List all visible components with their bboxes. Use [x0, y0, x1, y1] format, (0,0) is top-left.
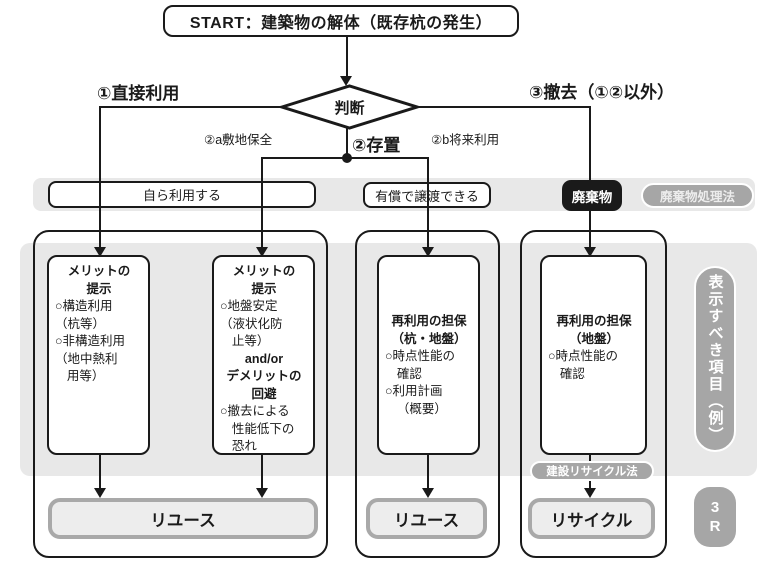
panel-line: （杭等）: [55, 316, 106, 331]
branch2b-label: ②b将来利用: [431, 133, 500, 147]
panel-line: （地中熱利: [55, 351, 118, 366]
reuse-box-left: リユース: [48, 498, 318, 539]
branch2a-label: ②a敷地保全: [204, 133, 273, 147]
container-direct-use: [33, 230, 328, 558]
start-label: START：建築物の解体（既存杭の発生）: [189, 15, 493, 32]
panel-title-line: 再利用の担保: [556, 314, 632, 328]
panel-line: ○非構造利用: [55, 334, 126, 348]
waste-box: 廃棄物: [562, 180, 622, 211]
panel-reuse-guarantee: 再利用の担保 （杭・地盤） ○時点性能の 確認 ○利用計画 （概要）: [377, 255, 480, 455]
recycle-box: リサイクル: [528, 498, 655, 539]
panel-line: ○時点性能の: [548, 349, 619, 363]
self-use-box: 自ら利用する: [48, 181, 316, 208]
waste-label: 廃棄物: [571, 189, 613, 205]
branch2-label: ②存置: [352, 136, 401, 155]
branch1-label: ①直接利用: [97, 84, 180, 103]
arrowhead-recycle-guarantee: [584, 247, 596, 257]
arrowhead-decision: [340, 76, 352, 86]
panel-recycle-guarantee: 再利用の担保 （地盤） ○時点性能の 確認: [540, 255, 647, 455]
connector-branch2a-vertical: [261, 157, 263, 249]
reuse-box-mid: リユース: [366, 498, 487, 539]
arrowhead-merit-direct: [94, 247, 106, 257]
panel-line: 止等）: [231, 334, 270, 348]
arrowhead-recycle: [584, 488, 596, 498]
connector-branch3-horizontal: [416, 106, 591, 108]
three-r-badge: 3 R: [694, 487, 736, 547]
arrowhead-reuse-left-2: [256, 488, 268, 498]
display-items-pill: 表示すべき項目（例）: [694, 266, 736, 452]
reuse-left-label: リユース: [150, 511, 216, 530]
construction-recycle-law-label: 建設リサイクル法: [546, 466, 638, 478]
panel-merit-direct: メリットの 提示 ○構造利用 （杭等） ○非構造利用 （地中熱利 用等）: [47, 255, 150, 455]
reuse-mid-label: リユース: [393, 511, 460, 530]
connector-branch2b-vertical: [427, 157, 429, 249]
junction-dot: [342, 153, 352, 163]
panel-title-line: 回避: [251, 386, 277, 401]
panel-line: 性能低下の: [231, 421, 295, 436]
connector-branch3-vertical: [589, 106, 591, 249]
panel-line: and/or: [244, 351, 284, 366]
panel-line: （概要）: [396, 401, 447, 416]
panel-title-line: 提示: [86, 281, 112, 296]
connector-branch1-vertical: [99, 106, 101, 249]
decision-label: 判断: [334, 99, 365, 117]
connector-guarantee-to-reuse: [427, 455, 429, 490]
panel-line: 確認: [559, 366, 585, 381]
connector-merit1-to-reuse: [99, 455, 101, 490]
panel-line: 確認: [396, 366, 422, 381]
arrowhead-reuse-mid: [422, 488, 434, 498]
container-removal: [520, 230, 667, 558]
panel-merit-keep: メリットの 提示 ○地盤安定 （液状化防 止等） and/or デメリットの 回…: [212, 255, 315, 455]
panel-title-line: メリットの: [232, 264, 296, 278]
panel-line: 恐れ: [231, 439, 257, 453]
panel-title-line: （地盤）: [568, 331, 619, 346]
connector-decision-down: [346, 128, 348, 159]
arrowhead-reuse-guarantee: [422, 247, 434, 257]
panel-title-line: 提示: [251, 281, 277, 296]
self-use-label: 自ら利用する: [142, 188, 221, 203]
diamond-shape: [276, 84, 423, 130]
arrowhead-merit-keep: [256, 247, 268, 257]
arrowhead-reuse-left-1: [94, 488, 106, 498]
recycle-label: リサイクル: [550, 511, 633, 530]
construction-recycle-law-pill: 建設リサイクル法: [530, 461, 654, 481]
panel-line: ○撤去による: [220, 404, 290, 418]
panel-title-line: 再利用の担保: [391, 314, 467, 328]
connector-merit2-to-reuse: [261, 455, 263, 490]
waste-law-pill: 廃棄物処理法: [641, 183, 754, 208]
branch3-label: ③撤去（①②以外）: [529, 83, 675, 102]
start-box: START：建築物の解体（既存杭の発生）: [163, 5, 519, 37]
connector-branch1-horizontal: [99, 106, 283, 108]
panel-line: ○時点性能の: [385, 349, 456, 363]
panel-title-line: メリットの: [67, 264, 131, 278]
panel-line: ○構造利用: [55, 299, 113, 313]
connector-start-to-decision: [345, 37, 348, 78]
waste-law-label: 廃棄物処理法: [659, 190, 735, 204]
panel-line: ○利用計画: [385, 384, 443, 398]
decision-diamond: [276, 84, 423, 130]
panel-line: 用等）: [66, 369, 105, 383]
panel-title-line: （杭・地盤）: [391, 331, 467, 346]
panel-line: （液状化防: [220, 316, 283, 331]
panel-line: ○地盤安定: [220, 299, 278, 313]
panel-title-line: デメリットの: [226, 369, 302, 383]
